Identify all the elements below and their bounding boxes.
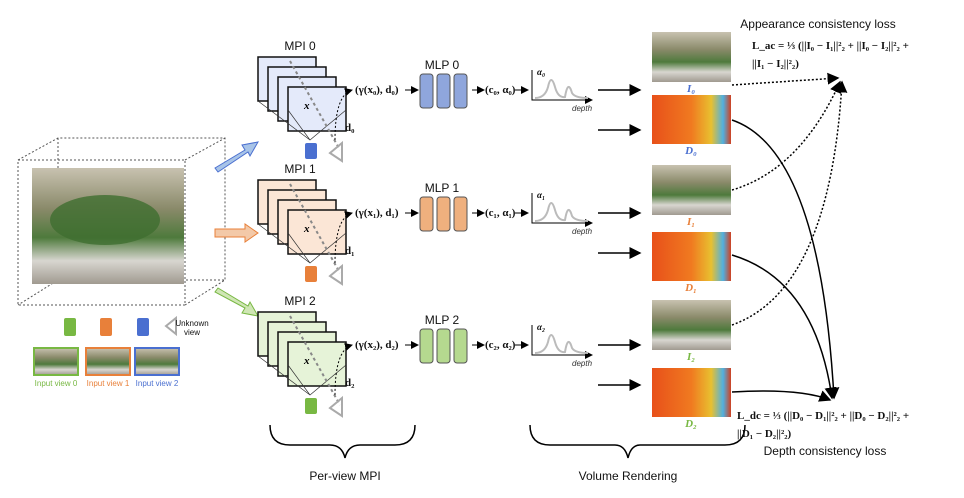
alpha-axis-label: α₂ (537, 322, 545, 332)
row-2: MPI 2 x d₂ (γ(x₂), d₂) MLP 2 (c₂, α₂) α₂ depth I… (257, 294, 731, 430)
input-view-1-label: Input view 1 (87, 379, 130, 388)
sample-point-label: x (303, 355, 310, 367)
density-plot-axes (531, 325, 593, 359)
ray (289, 60, 341, 151)
input-view-0-label: Input view 0 (35, 379, 78, 388)
camera-icon (305, 143, 317, 159)
camera-icon-view2 (137, 318, 149, 336)
mlp-layer (453, 196, 468, 232)
unknown-view-label: Unknown (175, 319, 208, 328)
depth-axis-label: depth (572, 359, 593, 368)
output-label: (c₂, α₂) (485, 339, 516, 351)
unknown-camera-icon (328, 263, 343, 286)
mlp-1-label: MLP 1 (425, 181, 460, 195)
density-curve (534, 79, 589, 99)
mlp-layer (419, 196, 434, 232)
output-label: (c₁, α₁) (485, 207, 516, 219)
density-plot-axes (531, 70, 593, 104)
image-label: I₀ (686, 83, 695, 95)
mlp-2-label: MLP 2 (425, 313, 460, 327)
sample-point-label: x (303, 100, 310, 112)
camera-frustum (257, 223, 347, 264)
depth-loss-formula-cont: ||D₁ − D₂||²₂) (737, 428, 792, 440)
row-0: MPI 0 x d₀ (γ(x₀), d₀) MLP 0 (c₀, α₀) α₀ depth I… (257, 32, 731, 163)
scene-cube (17, 137, 226, 306)
density-plot-axes (531, 193, 593, 227)
mlp-layer (436, 328, 451, 364)
mlp-layer (436, 73, 451, 109)
depth-map (652, 95, 731, 144)
depth-label: D₂ (684, 418, 697, 430)
encoding-label: (γ(x₂), d₂) (355, 339, 399, 351)
rendered-image (652, 165, 731, 215)
mlp-layer (436, 196, 451, 232)
appearance-loss-title: Appearance consistency loss (740, 17, 895, 31)
mlp-layer (419, 328, 434, 364)
loss-arrows (731, 72, 848, 402)
input-view-2-label: Input view 2 (136, 379, 179, 388)
ray (289, 183, 341, 274)
unknown-camera-icon (328, 140, 343, 163)
encoding-label: (γ(x₀), d₀) (355, 84, 399, 96)
alpha-axis-label: α₁ (537, 190, 545, 200)
camera-icons: Unknown view (64, 315, 209, 337)
ray (289, 315, 341, 406)
direction-label: d₀ (345, 122, 355, 134)
appearance-loss-formula-cont: ||I₁ − I₂||²₂) (752, 58, 799, 70)
mlp-0-label: MLP 0 (425, 58, 460, 72)
arrow-to-mpi1 (214, 223, 259, 243)
mpi-2-label: MPI 2 (284, 294, 316, 308)
per-view-brace (269, 424, 416, 459)
depth-loss-title: Depth consistency loss (764, 444, 887, 458)
depth-map (652, 232, 731, 281)
image-label: I₂ (686, 351, 695, 363)
mlp-layer (419, 73, 434, 109)
depth-label: D₀ (684, 145, 697, 157)
depth-loss-formula: L_dc = ⅓ (||D₀ − D₁||²₂ + ||D₀ − D₂||²₂ … (737, 410, 909, 422)
depth-axis-label: depth (572, 104, 593, 113)
arrow-to-mpi0 (214, 141, 259, 173)
input-views: Input view 0 Input view 1 Input view 2 (33, 347, 180, 388)
rendered-image (652, 300, 731, 350)
appearance-loss-formula: L_ac = ⅓ (||I₀ − I₁||²₂ + ||I₀ − I₂||²₂ … (752, 40, 909, 52)
depth-label: D₁ (684, 282, 697, 294)
camera-frustum (257, 100, 347, 141)
camera-frustum (257, 355, 347, 396)
per-view-mpi-label: Per-view MPI (309, 469, 380, 483)
depth-axis-label: depth (572, 227, 593, 236)
volume-brace (529, 424, 746, 459)
unknown-camera-icon (164, 315, 177, 337)
camera-icon-view1 (100, 318, 112, 336)
density-curve (534, 202, 589, 222)
depth-map (652, 368, 731, 417)
rendered-image (652, 32, 731, 82)
encoding-label: (γ(x₁), d₁) (355, 207, 399, 219)
arrow-to-mpi2 (214, 287, 259, 317)
unknown-view-label: view (184, 328, 200, 337)
mpi-1-label: MPI 1 (284, 162, 316, 176)
direction-label: d₂ (345, 377, 355, 389)
row-1: MPI 1 x d₁ (γ(x₁), d₁) MLP 1 (c₁, α₁) α₁ depth I… (257, 162, 731, 294)
camera-icon-view0 (64, 318, 76, 336)
volume-rendering-label: Volume Rendering (579, 469, 678, 483)
mpi-0-label: MPI 0 (284, 39, 316, 53)
unknown-camera-icon (328, 395, 343, 418)
mlp-layer (453, 328, 468, 364)
direction-label: d₁ (345, 245, 354, 257)
camera-icon (305, 266, 317, 282)
alpha-axis-label: α₀ (537, 67, 545, 77)
sample-point-label: x (303, 223, 310, 235)
image-label: I₁ (686, 216, 695, 228)
mlp-layer (453, 73, 468, 109)
density-curve (534, 334, 589, 354)
output-label: (c₀, α₀) (485, 84, 516, 96)
camera-icon (305, 398, 317, 414)
